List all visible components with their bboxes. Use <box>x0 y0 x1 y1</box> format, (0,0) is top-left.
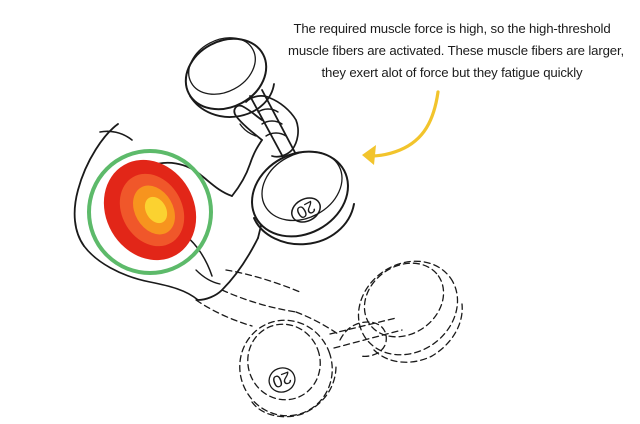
annotation-text: The required muscle force is high, so th… <box>288 18 624 84</box>
dumbbell-lowered-outline: 20 <box>195 260 463 418</box>
bicep-highlight-ring <box>87 149 213 275</box>
annotation-line: they exert alot of force but they fatigu… <box>321 65 583 80</box>
dumbbell-raised: 20 <box>184 37 355 246</box>
annotation-line: muscle fibers are activated. These muscl… <box>288 43 624 58</box>
pointer-arrow <box>362 90 440 165</box>
bicep-activation-heatmap <box>103 159 197 261</box>
annotation-line: The required muscle force is high, so th… <box>293 21 611 36</box>
